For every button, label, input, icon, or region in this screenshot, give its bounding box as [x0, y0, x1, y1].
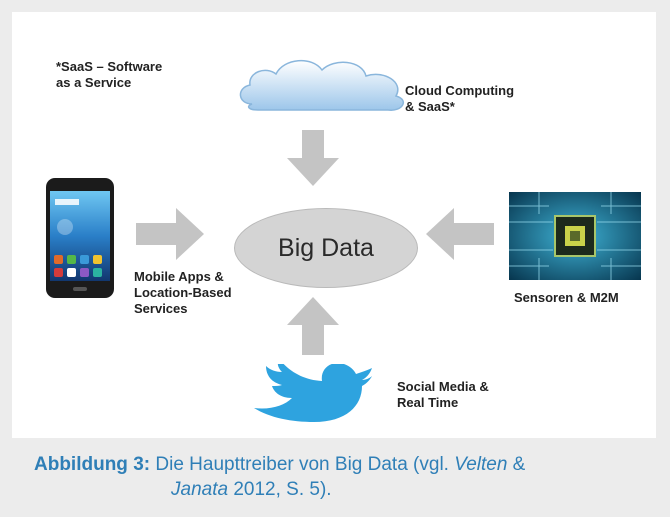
twitter-bird-icon	[254, 364, 372, 422]
cloud-icon	[239, 60, 405, 111]
social-label-line2: Real Time	[397, 395, 459, 410]
mobile-apps-label: Mobile Apps & Location-Based Services	[134, 269, 232, 317]
arrow-right	[136, 208, 204, 260]
arrow-up	[287, 297, 339, 355]
caption-text-1: Die Haupttreiber von Big Data (vgl.	[150, 454, 455, 475]
mobile-label-line3: Services	[134, 301, 188, 316]
cloud-computing-label: Cloud Computing & SaaS*	[405, 83, 514, 115]
cloud-label-line2: & SaaS*	[405, 99, 455, 114]
diagram-panel: *SaaS – Software as a Service Cloud Comp…	[12, 12, 656, 438]
mobile-label-line1: Mobile Apps &	[134, 269, 224, 284]
mobile-label-line2: Location-Based	[134, 285, 232, 300]
saas-footnote-line2: as a Service	[56, 75, 132, 90]
cloud-label-line1: Cloud Computing	[405, 83, 515, 98]
caption-text-2: 2012, S. 5).	[228, 479, 332, 500]
figure-caption: Abbildung 3: Die Haupttreiber von Big Da…	[34, 452, 654, 502]
social-media-label: Social Media & Real Time	[397, 379, 489, 411]
arrow-left	[426, 208, 494, 260]
caption-label: Abbildung 3:	[34, 454, 151, 475]
saas-footnote: *SaaS – Software as a Service	[56, 59, 162, 91]
smartphone-icon	[46, 178, 114, 298]
caption-author-1: Velten	[454, 454, 508, 475]
caption-amp: &	[507, 454, 526, 475]
arrow-down	[287, 130, 339, 186]
caption-author-2: Janata	[171, 479, 229, 500]
big-data-node: Big Data	[234, 208, 418, 288]
social-label-line1: Social Media &	[397, 379, 489, 394]
sensoren-label: Sensoren & M2M	[514, 290, 619, 305]
saas-footnote-line1: *SaaS – Software	[56, 59, 163, 74]
sensor-chip-icon	[509, 192, 641, 280]
